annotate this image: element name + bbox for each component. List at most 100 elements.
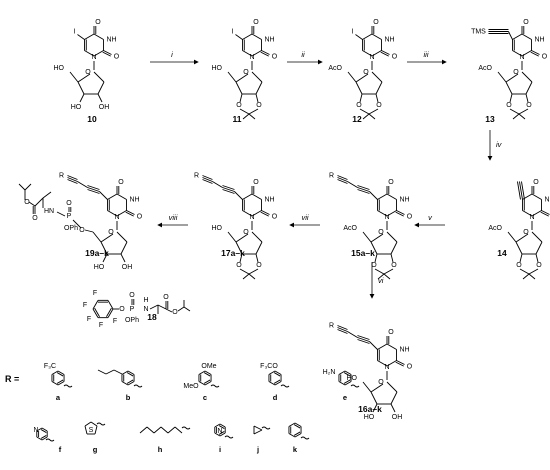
oxygen-label: O: [256, 262, 262, 269]
double-bond: [541, 210, 550, 215]
ring-oxygen-label: O: [85, 69, 91, 76]
nh-label: NH: [544, 197, 550, 204]
bond: [121, 381, 129, 386]
double-bond: [343, 372, 351, 377]
label-12: 12: [352, 114, 362, 124]
bond: [56, 211, 66, 217]
arrow-v: v: [414, 213, 445, 228]
bond: [102, 253, 108, 263]
bond: [251, 33, 262, 40]
double-bond: [218, 425, 225, 429]
oxygen-label: O: [95, 19, 101, 26]
double-bond: [40, 435, 47, 439]
attachment-squiggle: [96, 422, 106, 426]
triple-bond: [337, 179, 348, 184]
triple-bond: [337, 327, 348, 332]
bond: [198, 381, 206, 386]
bond: [36, 436, 43, 441]
double-bond: [260, 211, 269, 217]
bond: [90, 421, 98, 427]
oxygen-label: O: [137, 214, 143, 221]
bond: [374, 253, 378, 263]
bond: [42, 191, 52, 199]
bond: [390, 241, 398, 255]
bond: [227, 231, 237, 243]
bond: [386, 231, 398, 243]
bond: [77, 81, 85, 95]
attachment-squiggle: [350, 384, 360, 388]
bond: [248, 273, 256, 280]
oxygen-label: O: [256, 102, 262, 109]
n1-label: N: [114, 214, 119, 221]
oxygen-label: O: [533, 179, 539, 186]
bond: [268, 370, 276, 375]
attachment-squiggle: [280, 384, 290, 388]
double-bond: [273, 372, 281, 377]
bond: [99, 191, 108, 200]
oxygen-label: O: [371, 262, 377, 269]
double-bond: [396, 210, 405, 215]
step-label-ii: ii: [301, 50, 305, 59]
bond: [371, 71, 383, 83]
bond: [97, 369, 107, 375]
bond: [253, 425, 263, 431]
bond: [251, 193, 262, 200]
attachment-squiggle: [300, 436, 310, 440]
bond: [116, 231, 128, 243]
o5-label: HO: [54, 65, 65, 72]
o5-label: AcO: [478, 65, 492, 72]
double-bond: [380, 51, 389, 57]
r-group-h: h: [139, 426, 191, 454]
nh-label: NH: [264, 37, 274, 44]
ring-oxygen-label: O: [108, 229, 114, 236]
bond: [149, 304, 159, 310]
hydroxyl-label: OH: [99, 104, 110, 111]
triple-bond: [357, 187, 370, 192]
double-bond: [92, 308, 99, 318]
bond: [248, 113, 256, 120]
bond: [18, 183, 26, 191]
arrow-i: i: [150, 50, 199, 65]
sulfur-label: S: [89, 427, 94, 434]
bond: [390, 403, 396, 413]
double-bond: [56, 372, 64, 377]
oxygen-label: O: [407, 214, 413, 221]
bond: [97, 81, 105, 95]
bond: [167, 426, 176, 434]
r-group-letter-e: e: [343, 393, 347, 402]
triple-bond: [337, 325, 348, 330]
bond: [369, 341, 378, 350]
oxygen-label: O: [24, 199, 30, 206]
label-18: 18: [147, 312, 157, 322]
bond: [521, 50, 532, 57]
bond: [92, 231, 102, 243]
r-group-letter-h: h: [158, 445, 163, 454]
triple-bond: [347, 181, 358, 188]
double-bond: [260, 51, 269, 57]
bond: [512, 33, 523, 40]
pyridine-n-label: N: [217, 428, 222, 435]
double-bond: [274, 370, 282, 375]
bond: [198, 370, 206, 375]
hydroxyl-label: HO: [94, 264, 105, 271]
double-bond: [343, 379, 351, 384]
oxygen-label: O: [526, 102, 532, 109]
compound-14: ONHONOAcOOO: [488, 179, 550, 280]
step-label-iii: iii: [424, 50, 429, 59]
oxygen-label: O: [516, 262, 522, 269]
bond: [51, 370, 59, 375]
bond: [242, 193, 253, 200]
bond: [362, 33, 373, 40]
oxygen-label: O: [32, 215, 38, 222]
nh-label: NH: [534, 37, 544, 44]
bond: [522, 210, 533, 217]
fluorine-label: F: [113, 318, 117, 325]
bond: [100, 241, 108, 255]
r-label: R: [329, 173, 334, 180]
double-bond: [273, 379, 281, 384]
double-bond: [344, 370, 352, 375]
r-group-letter-g: g: [93, 445, 98, 454]
